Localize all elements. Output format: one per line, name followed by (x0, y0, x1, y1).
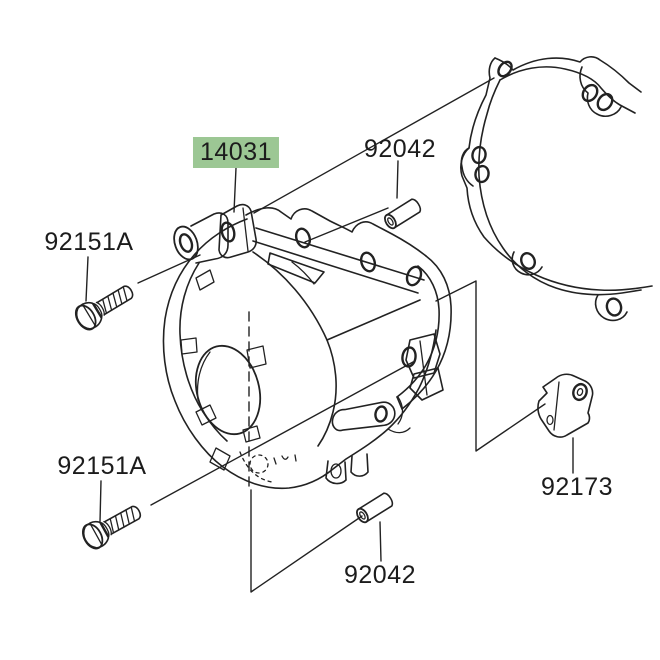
assembly-line-pin-top (304, 207, 389, 243)
leader-92042-bottom (379, 521, 382, 562)
flanged-bolt-bottom (81, 505, 142, 550)
leader-14031 (233, 167, 237, 213)
part-label-14031[interactable]: 14031 (192, 137, 280, 168)
part-label-92151a-top[interactable]: 92151A (44, 228, 134, 256)
generator-cover-drawing (162, 203, 452, 490)
dowel-pin-bottom (356, 492, 394, 524)
leader-gasket (253, 77, 495, 214)
leader-92151a-top (85, 256, 89, 302)
assembly-line-bolt-bottom (150, 361, 414, 506)
bracket-92173-drawing (537, 373, 594, 438)
leader-92042-top (396, 160, 399, 199)
leader-lines (85, 77, 574, 593)
gasket-drawing (460, 56, 653, 322)
leader-92151a-bottom (99, 480, 102, 523)
dowel-pin-top (384, 198, 422, 230)
flanged-bolt-top (74, 285, 134, 331)
assembly-line-92173 (435, 280, 546, 452)
part-label-92151a-bottom[interactable]: 92151A (57, 452, 147, 480)
assembly-line-pin-bottom (250, 489, 363, 593)
part-label-92042-top[interactable]: 92042 (363, 135, 437, 163)
part-label-92173[interactable]: 92173 (540, 473, 614, 501)
part-label-92042-bottom[interactable]: 92042 (343, 561, 417, 589)
